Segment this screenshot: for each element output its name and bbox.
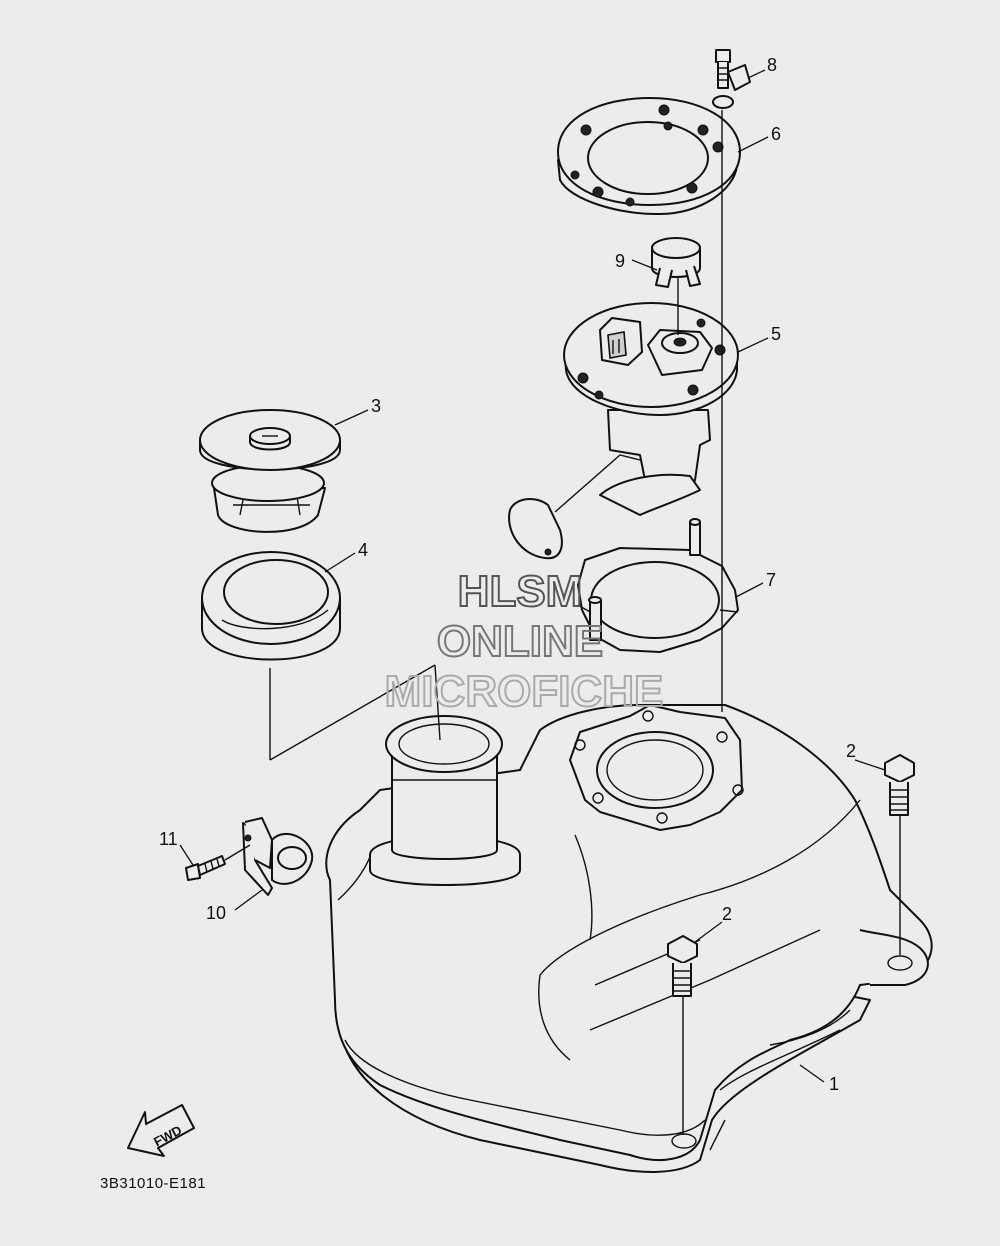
- callout-7: 7: [766, 570, 776, 590]
- watermark-line-3: MICROFICHE: [385, 667, 664, 716]
- callout-8: 8: [767, 55, 777, 75]
- callout-5: 5: [771, 324, 781, 344]
- clamp-bolt: [185, 855, 226, 881]
- callout-2-rear: 2: [846, 741, 856, 761]
- watermark: HLSM ONLINE MICROFICHE: [384, 566, 665, 717]
- pump-gasket: [577, 518, 739, 653]
- assembly-axis-lines: [224, 110, 901, 1135]
- hose-clamp: [242, 817, 314, 896]
- bolt-with-washer: [712, 49, 751, 109]
- filler-cap: [199, 409, 341, 533]
- fuel-pump-cap: [651, 237, 701, 288]
- tank-mount-bolt-rear: [884, 754, 915, 816]
- fuel-tank: [325, 704, 933, 1173]
- callout-11: 11: [159, 829, 178, 849]
- callout-9: 9: [615, 251, 625, 271]
- tank-mount-bolt-front: [667, 935, 698, 997]
- drawing-code: 3B31010-E181: [100, 1175, 206, 1192]
- watermark-line-1: HLSM: [458, 567, 583, 616]
- callout-1: 1: [829, 1074, 839, 1094]
- retainer-ring: [557, 97, 741, 216]
- callout-2-front: 2: [722, 904, 732, 924]
- callout-3: 3: [371, 396, 381, 416]
- fuel-pump-assembly: [508, 302, 739, 560]
- watermark-line-2: ONLINE: [437, 617, 603, 666]
- forward-arrow-icon: FWD: [127, 1104, 195, 1157]
- callout-6: 6: [771, 124, 781, 144]
- leader-lines: [179, 69, 886, 1083]
- callout-labels: 1 2 2 3 4 5 6 7 8 9 10 11: [159, 55, 856, 1094]
- filler-gasket: [201, 551, 341, 661]
- callout-4: 4: [358, 540, 368, 560]
- callout-10: 10: [206, 903, 226, 923]
